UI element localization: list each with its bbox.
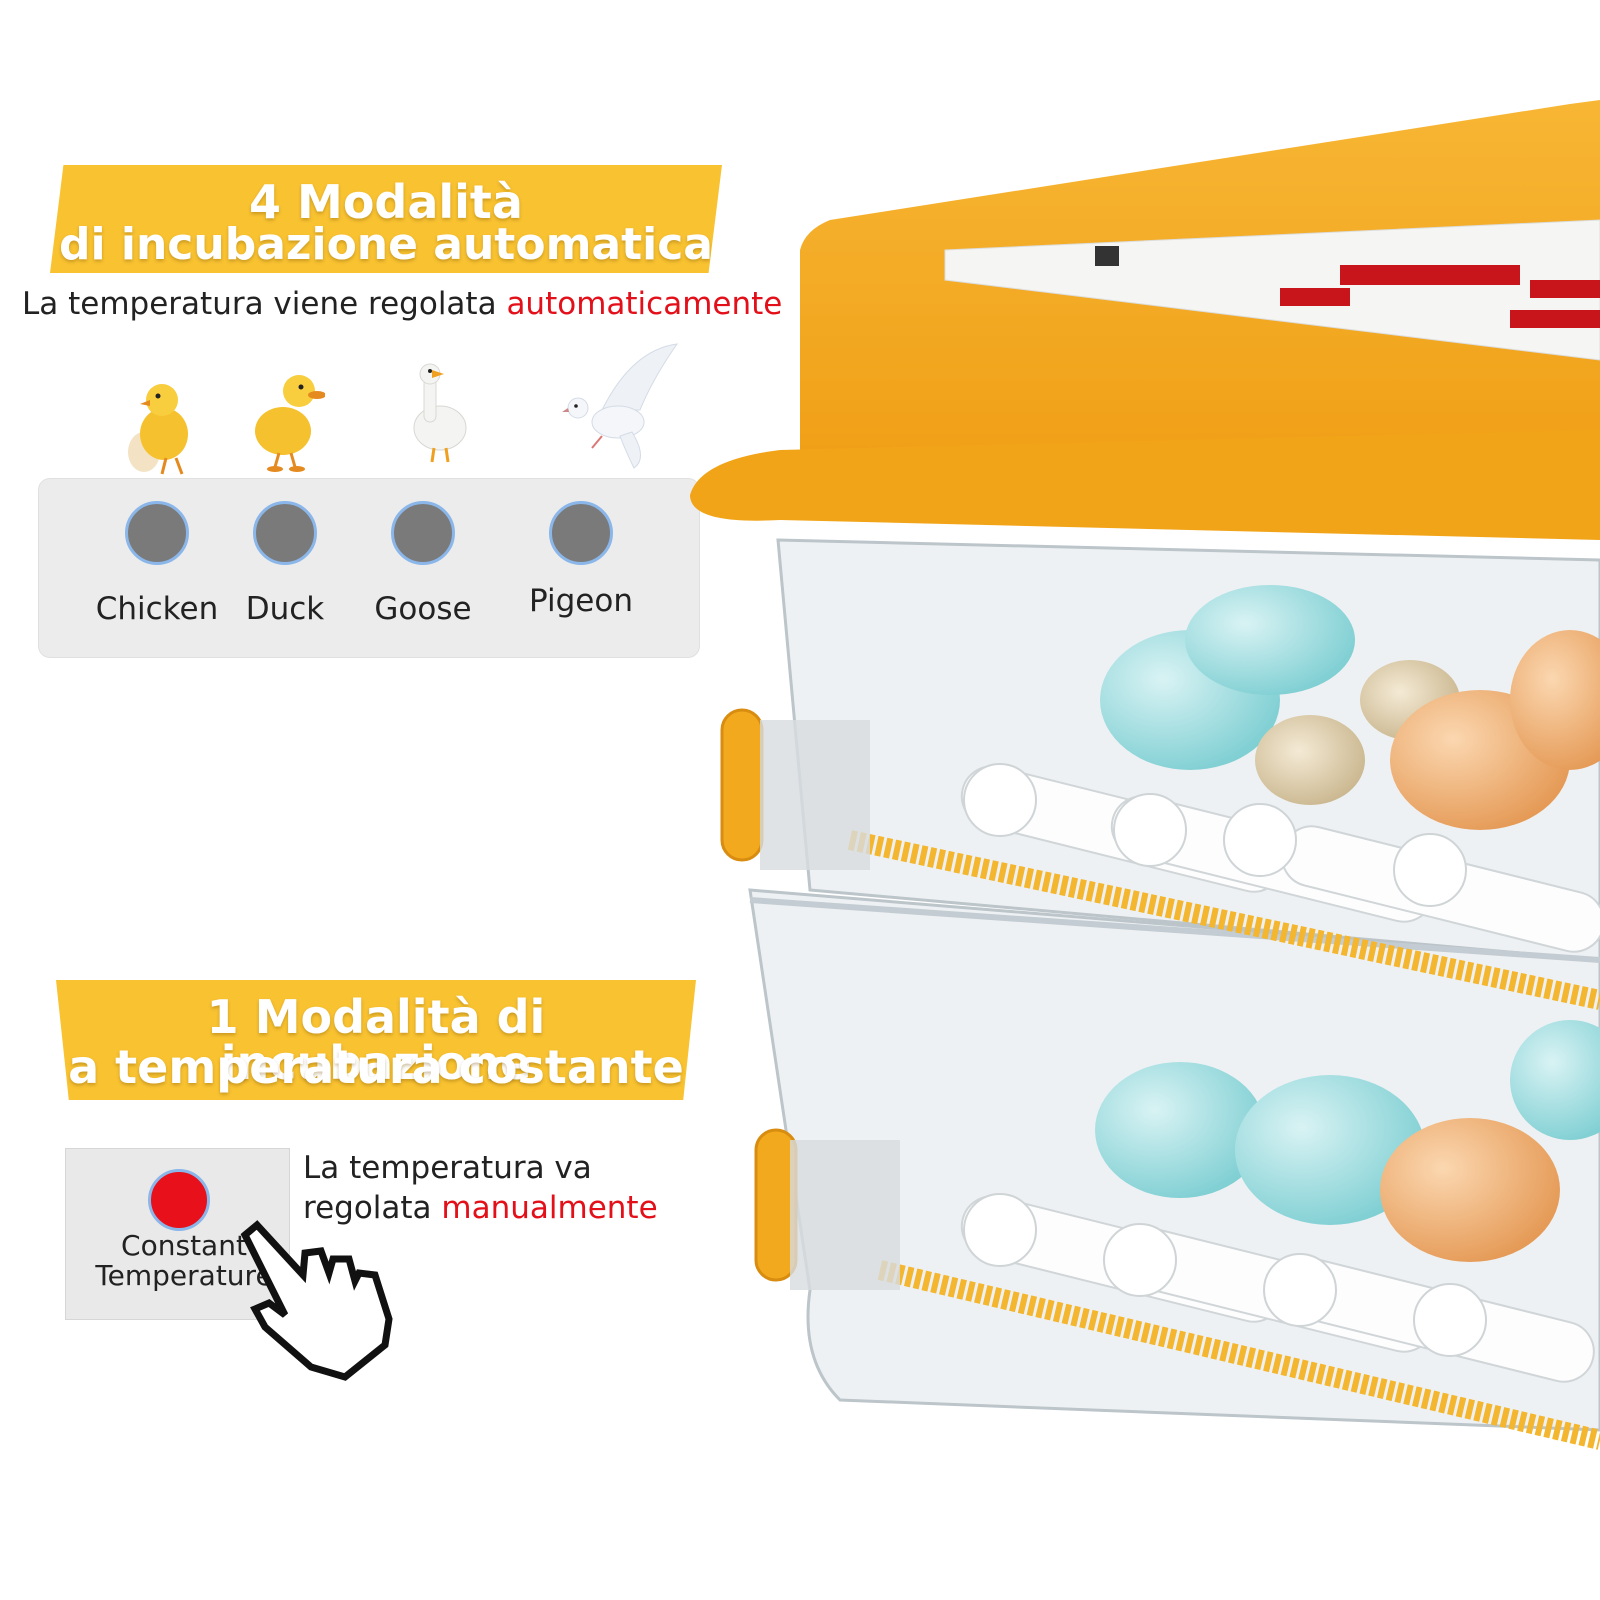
constant-temperature-indicator[interactable] xyxy=(148,1169,210,1231)
pointer-hand-icon xyxy=(240,1220,393,1381)
auto-caption: La temperatura viene regolata automatica… xyxy=(22,286,782,322)
chicken-mode-label: Chicken xyxy=(95,591,219,627)
constant-banner-line2: a temperatura costante xyxy=(68,1040,684,1094)
auto-banner-line2: di incubazione automatica xyxy=(58,219,713,270)
constant-label-line2: Temperature xyxy=(95,1259,273,1291)
auto-caption-highlight: automaticamente xyxy=(506,286,783,322)
pigeon-mode-label: Pigeon xyxy=(529,583,633,619)
pigeon-mode-indicator[interactable] xyxy=(549,501,613,565)
manual-caption-line2: regolata manualmente xyxy=(303,1188,658,1228)
chick-icon xyxy=(128,384,188,475)
manual-caption-line1: La temperatura va xyxy=(303,1150,592,1186)
manual-caption: La temperatura va regolata manualmente xyxy=(303,1148,658,1228)
goose-icon xyxy=(413,363,467,463)
duck-mode-label: Duck xyxy=(245,591,325,627)
pigeon-icon xyxy=(562,343,679,469)
auto-modes-panel: Chicken Duck Goose Pigeon xyxy=(38,478,700,658)
goose-mode-label: Goose xyxy=(374,591,472,627)
duckling-icon xyxy=(255,375,325,472)
chicken-mode-indicator[interactable] xyxy=(125,501,189,565)
constant-mode-banner: 1 Modalità di incubazione a temperatura … xyxy=(56,980,696,1100)
incubator-illustration xyxy=(690,100,1600,1450)
duck-mode-indicator[interactable] xyxy=(253,501,317,565)
auto-banner-line1: 4 Modalità xyxy=(249,175,523,229)
constant-banner-line1: 1 Modalità di incubazione xyxy=(206,990,546,1090)
goose-mode-indicator[interactable] xyxy=(391,501,455,565)
manual-caption-highlight: manualmente xyxy=(441,1190,658,1226)
constant-label-line1: Constant xyxy=(121,1231,247,1262)
auto-modes-banner: 4 Modalità di incubazione automatica xyxy=(50,165,722,273)
manual-caption-prefix: regolata xyxy=(303,1190,442,1226)
constant-temperature-label: Constant Temperature xyxy=(84,1231,284,1291)
auto-caption-text: La temperatura viene regolata xyxy=(22,286,507,322)
